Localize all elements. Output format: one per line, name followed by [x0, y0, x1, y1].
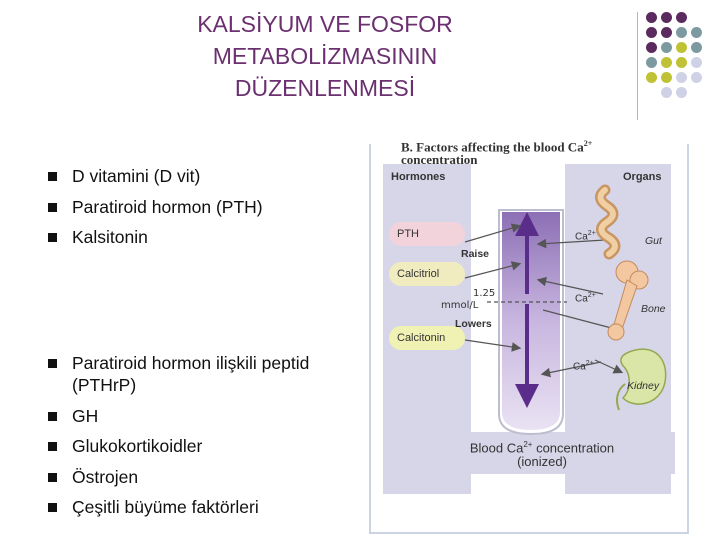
bullet-item: Glukokortikoidler [48, 435, 338, 457]
bullet-text: GH [72, 405, 99, 426]
bullet-icon [48, 172, 57, 181]
figure-frame [369, 144, 689, 534]
decorative-dot [646, 57, 657, 68]
level-unit: mmol/L [441, 300, 479, 311]
title-line-3: DÜZENLENMESİ [234, 75, 416, 101]
ca-gut-label: Ca2+ [575, 230, 596, 243]
calcitonin-label: Calcitonin [389, 326, 465, 350]
figure-heading-line2: concentration [401, 152, 478, 168]
bullet-icon [48, 472, 57, 482]
decorative-dot [676, 27, 687, 38]
decorative-dot [646, 27, 657, 38]
decorative-dot [676, 72, 687, 83]
bullet-icon [48, 233, 57, 242]
lowers-label: Lowers [455, 318, 492, 330]
figure-heading: B. Factors affecting the blood Ca2+ conc… [398, 137, 596, 168]
decorative-dot [661, 87, 672, 98]
figure-heading-sup: 2+ [583, 139, 593, 148]
decorative-dot [661, 27, 672, 38]
slide-title: KALSİYUM VE FOSFOR METABOLİZMASININ DÜZE… [150, 8, 500, 104]
decorative-dot [676, 42, 687, 53]
decorative-dot [691, 27, 702, 38]
bullet-icon [48, 359, 57, 368]
figure-graphics [464, 184, 667, 436]
decorative-dot [646, 42, 657, 53]
bullet-text: Paratiroid hormon (PTH) [72, 196, 263, 217]
title-line-2: METABOLİZMASININ [212, 43, 438, 69]
level-value: 1.25 [473, 288, 496, 299]
bone-label: Bone [641, 303, 666, 315]
pth-arrow [464, 223, 522, 243]
bullet-item: D vitamini (D vit) [48, 165, 263, 187]
decorative-dot [646, 72, 657, 83]
kidney-label: Kidney [627, 380, 660, 392]
bullet-item: Paratiroid hormon ilişkili peptid (PTHrP… [48, 352, 338, 396]
bullet-item: GH [48, 405, 338, 427]
kidney-icon [616, 348, 667, 411]
decorative-dot [661, 12, 672, 23]
kidney-arrow [540, 361, 602, 378]
calcium-regulation-figure: B. Factors affecting the blood Ca2+ conc… [369, 134, 699, 534]
bullet-icon [48, 442, 57, 451]
organs-title: Organs [623, 171, 662, 183]
bone-arrow [536, 276, 604, 295]
decorative-dot [646, 12, 657, 23]
decorative-dot [691, 57, 702, 68]
decorative-dot [676, 57, 687, 68]
decorative-dot [661, 57, 672, 68]
decorative-dot [676, 87, 687, 98]
gut-icon [595, 184, 621, 260]
calcitriol-label: Calcitriol [389, 262, 465, 286]
gut-label: Gut [645, 235, 662, 247]
bullet-text: Glukokortikoidler [72, 436, 203, 456]
bullet-item: Kalsitonin [48, 226, 263, 248]
decorative-dot [661, 72, 672, 83]
decorative-dot [661, 42, 672, 53]
bullet-icon [48, 503, 57, 512]
calcitriol-arrow [464, 261, 522, 279]
bullet-item: Östrojen [48, 466, 338, 488]
bullet-text: Çeşitli büyüme faktörleri [72, 497, 259, 517]
bullet-text: D vitamini (D vit) [72, 166, 201, 186]
bullet-item: Paratiroid hormon (PTH) [48, 196, 263, 218]
ca-kidney-label: Ca2+ [573, 360, 594, 373]
title-divider-line [637, 12, 638, 120]
to-kidney-arrow [594, 359, 624, 374]
bullet-list-bottom: Paratiroid hormon ilişkili peptid (PTHrP… [48, 352, 338, 527]
bullet-icon [48, 411, 57, 421]
gut-arrow [536, 238, 606, 249]
bullet-icon [48, 202, 57, 212]
decorative-dot [691, 42, 702, 53]
blood-calcium-label: Blood Ca2+ concentration (ionized) [469, 440, 615, 470]
decorative-dot [691, 72, 702, 83]
bullet-item: Çeşitli büyüme faktörleri [48, 496, 338, 518]
bullet-text: Östrojen [72, 466, 139, 487]
decorative-dot [676, 12, 687, 23]
figure-heading-text: B. Factors affecting the blood Ca [401, 139, 584, 155]
pth-label: PTH [389, 222, 465, 246]
to-bone-arrow [542, 309, 622, 333]
raise-label: Raise [461, 248, 490, 260]
bullet-text: Kalsitonin [72, 227, 148, 247]
calcitonin-arrow [464, 339, 522, 352]
hormones-title: Hormones [391, 171, 446, 183]
blood-calcium-box [409, 432, 675, 474]
bullet-list-top: D vitamini (D vit) Paratiroid hormon (PT… [48, 165, 263, 257]
title-line-1: KALSİYUM VE FOSFOR [197, 11, 453, 37]
bone-icon [607, 260, 649, 341]
bullet-text: Paratiroid hormon ilişkili peptid (PTHrP… [72, 353, 310, 395]
ca-bone-label: Ca2+ [575, 292, 596, 305]
